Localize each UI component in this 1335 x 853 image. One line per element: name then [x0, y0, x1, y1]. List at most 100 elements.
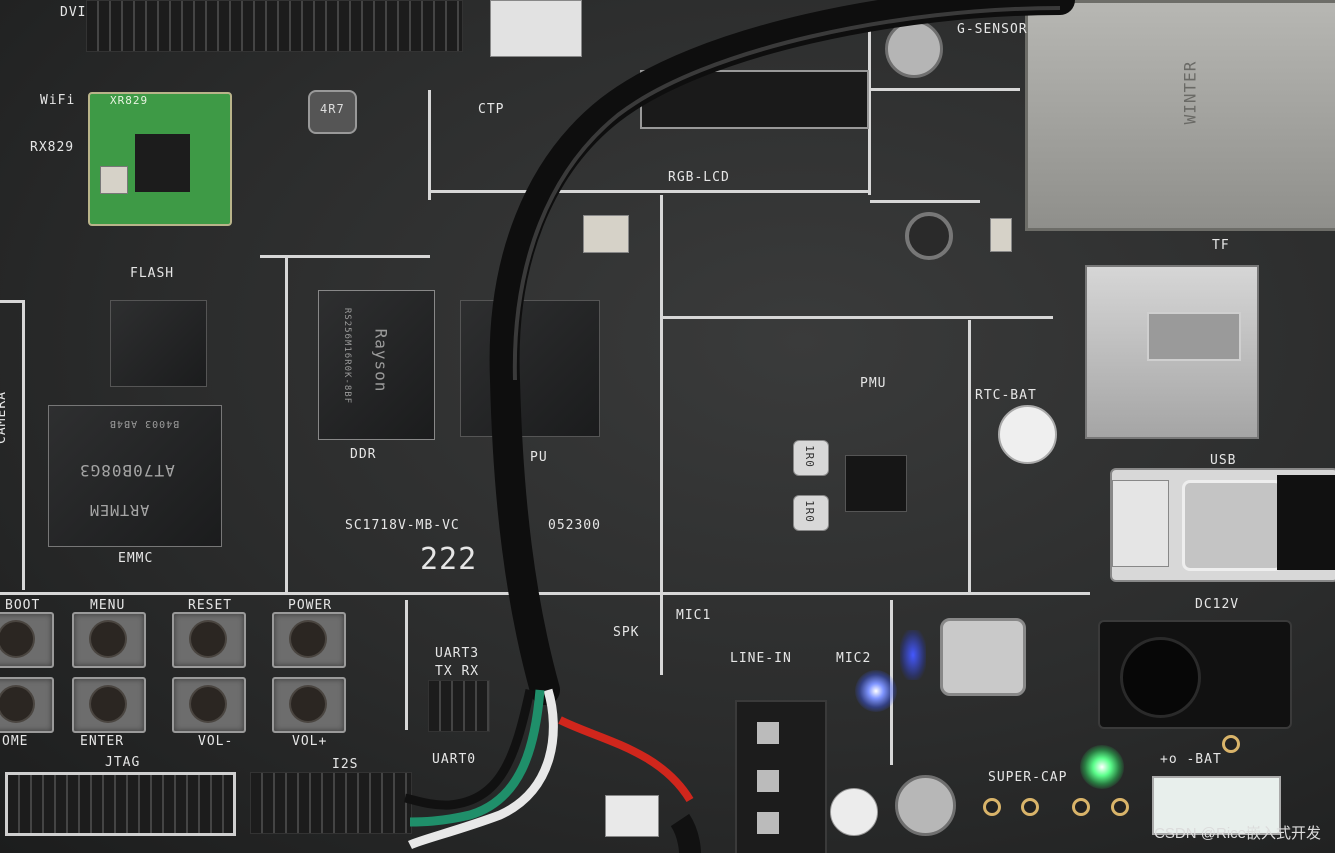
label-dc12v: DC12V: [1195, 597, 1240, 612]
reset-button[interactable]: [172, 612, 246, 668]
wire-white: [407, 688, 558, 850]
super-cap-pad: [1072, 798, 1090, 816]
label-mic2: MIC2: [836, 651, 872, 666]
inductor-1r0-a: 1R0: [793, 440, 829, 476]
silk-line: [660, 195, 663, 675]
capacitor: [990, 218, 1012, 252]
label-power: POWER: [288, 598, 333, 613]
silk-line: [870, 88, 1020, 91]
label-spk: SPK: [613, 625, 640, 640]
enter-button[interactable]: [72, 677, 146, 733]
super-cap-pad: [1021, 798, 1039, 816]
label-usb: USB: [1210, 453, 1237, 468]
screw: [895, 775, 956, 836]
label-cpu: PU: [530, 450, 548, 465]
label-mic1: MIC1: [676, 608, 712, 623]
label-g-sensor: G-SENSOR: [957, 22, 1028, 37]
watermark-text: CSDN @Rice嵌入式开发: [1154, 825, 1321, 842]
vol-plus-button[interactable]: [272, 677, 346, 733]
silk-line: [868, 25, 871, 195]
super-cap-pad: [1111, 798, 1129, 816]
pmu-chip: [845, 455, 907, 512]
inductor-small: [905, 212, 953, 260]
silk-line: [428, 90, 431, 200]
vol-minus-button[interactable]: [172, 677, 246, 733]
rtc-battery: [998, 405, 1057, 464]
inductor-large: [940, 618, 1026, 696]
wifi-module-label: XR829: [110, 94, 149, 107]
green-led: [1080, 745, 1124, 789]
bat-pad: [1222, 735, 1240, 753]
label-uart3: UART3: [435, 646, 480, 661]
audio-jack-contact: [757, 812, 779, 834]
label-tf: TF: [1212, 238, 1230, 253]
label-emmc: EMMC: [118, 551, 154, 566]
audio-jack-contact: [757, 722, 779, 744]
crystal: [583, 215, 629, 253]
black-cable-lower: [670, 813, 701, 853]
tf-card-window: [1147, 312, 1241, 361]
wire-black: [404, 689, 535, 810]
silk-line: [968, 320, 971, 595]
wifi-crystal: [100, 166, 128, 194]
uart3-header: [428, 680, 490, 732]
label-ctp: CTP: [478, 102, 505, 117]
spk-connector: [605, 795, 659, 837]
silk-line: [285, 258, 288, 593]
i2s-header: [250, 772, 412, 834]
inductor-4r7: 4R7: [308, 90, 357, 134]
label-dvi: DVI: [60, 5, 87, 20]
label-i2s: I2S: [332, 757, 359, 772]
boot-button[interactable]: [0, 612, 54, 668]
label-rtc-bat: RTC-BAT: [975, 388, 1037, 403]
wifi-module: XR829: [88, 92, 232, 226]
dc12v-jack: [1098, 620, 1292, 729]
label-pmu: PMU: [860, 376, 887, 391]
inductor-1r0-b: 1R0: [793, 495, 829, 531]
usb-cable-plug: [1277, 475, 1335, 570]
line-in-audio-jack: [735, 700, 827, 853]
cpu-chip: [460, 300, 600, 437]
wifi-chip: [135, 134, 190, 192]
black-cable: [489, 0, 1075, 705]
battery-connector: [1152, 776, 1281, 835]
label-menu: MENU: [90, 598, 126, 613]
label-tx-rx: TX RX: [435, 664, 480, 679]
label-boot: BOOT: [5, 598, 41, 613]
power-button[interactable]: [272, 612, 346, 668]
home-button[interactable]: [0, 677, 54, 733]
label-super-cap: SUPER-CAP: [988, 770, 1068, 785]
label-home: OME: [2, 734, 29, 749]
inductor-4r7-label: 4R7: [320, 102, 345, 116]
label-jtag: JTAG: [105, 755, 141, 770]
black-cable-highlight: [512, 6, 1061, 381]
jtag-header: [5, 772, 236, 836]
silk-line: [405, 600, 408, 730]
label-flash: FLASH: [130, 266, 175, 281]
label-wifi: WiFi: [40, 93, 76, 108]
label-board-number: 222: [420, 542, 478, 577]
super-cap-pad: [983, 798, 1001, 816]
menu-button[interactable]: [72, 612, 146, 668]
label-rgb-lcd: RGB-LCD: [668, 170, 730, 185]
ethernet-jack: WINTER: [1025, 0, 1335, 231]
microphone: [830, 788, 878, 836]
label-line-in: LINE-IN: [730, 651, 792, 666]
connector-ctp: [490, 0, 582, 57]
label-board-id: SC1718V-MB-VC: [345, 518, 460, 533]
blue-led: [855, 670, 897, 712]
wire-green: [409, 689, 545, 827]
label-camera: CAMERA: [0, 391, 9, 444]
wire-red: [558, 716, 694, 803]
label-board-id-tail: 052300: [548, 518, 601, 533]
top-pin-header: [86, 0, 463, 52]
silk-line: [0, 300, 25, 303]
label-rx829: RX829: [30, 140, 75, 155]
emmc-chip: B4003 AB4B AT70B08G3 ARTMEM: [48, 405, 222, 547]
silk-line: [260, 255, 430, 258]
ddr-chip: Rayson RS256M16R0K-8BF: [318, 290, 435, 440]
silk-line: [22, 300, 25, 590]
silk-line: [663, 316, 1053, 319]
label-ddr: DDR: [350, 447, 377, 462]
label-vol-plus: VOL+: [292, 734, 328, 749]
